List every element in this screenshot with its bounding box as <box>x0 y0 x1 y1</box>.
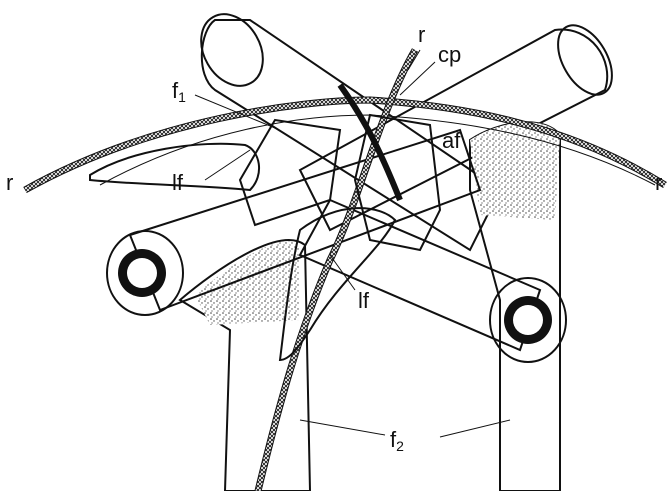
label-f1: f1 <box>172 78 186 105</box>
label-r-top: r <box>418 22 425 47</box>
back-log-left <box>189 3 500 250</box>
label-r-right: r <box>655 170 662 195</box>
label-f2-sub: 2 <box>396 438 404 454</box>
label-lf-upper: lf <box>172 170 184 195</box>
label-cp: cp <box>438 42 461 67</box>
label-lf-lower: lf <box>358 288 370 313</box>
label-af: af <box>442 128 461 153</box>
label-f2: f2 <box>390 427 404 454</box>
labels: r cp f1 af r r lf lf f2 <box>6 22 662 454</box>
label-r-left: r <box>6 170 13 195</box>
label-f1-sub: 1 <box>178 89 186 105</box>
